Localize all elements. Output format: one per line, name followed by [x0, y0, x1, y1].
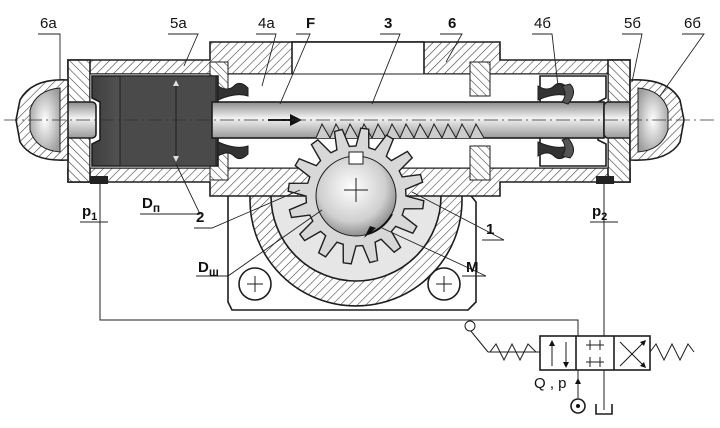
label-force: F — [306, 15, 315, 32]
label-gear: 2 — [196, 209, 204, 226]
piston-diameter-main: D — [142, 195, 153, 212]
label-flow-pressure: Q , p — [534, 375, 567, 392]
shaft-diameter-sub: ш — [209, 265, 219, 279]
label-pressure-right: p2 — [592, 203, 607, 223]
shaft-diameter-main: D — [198, 259, 209, 276]
piston-diameter-sub: п — [153, 201, 160, 215]
tank-symbol — [595, 404, 613, 415]
label-pressure-left: p1 — [82, 203, 97, 223]
pressure-ports — [90, 176, 614, 184]
label-housing: 6 — [448, 15, 456, 32]
label-seal-6b: 6б — [684, 15, 701, 32]
directional-valve[interactable] — [464, 320, 695, 371]
pressure-left-sub: 1 — [91, 211, 97, 223]
pinion-gear — [287, 127, 425, 265]
pump-source — [570, 378, 586, 414]
label-shaft-diameter: Dш — [198, 259, 219, 279]
label-shaft-housing: 1 — [486, 221, 494, 238]
label-seal-5a: 5а — [170, 15, 187, 32]
pressure-right-main: p — [592, 203, 601, 220]
torque-arrow — [364, 213, 393, 238]
label-seal-4b: 4б — [534, 15, 551, 32]
left-piston — [91, 75, 219, 167]
pressure-left-main: p — [82, 203, 91, 220]
label-torque: M — [466, 259, 479, 276]
label-seal-6a: 6а — [40, 15, 57, 32]
label-piston-diameter: Dп — [142, 195, 160, 215]
label-rack: 3 — [384, 15, 392, 32]
pressure-right-sub: 2 — [601, 211, 607, 223]
seals — [217, 82, 574, 160]
leader-lines — [38, 33, 705, 277]
label-seal-5b: 5б — [624, 15, 641, 32]
label-seal-4a: 4а — [258, 15, 275, 32]
